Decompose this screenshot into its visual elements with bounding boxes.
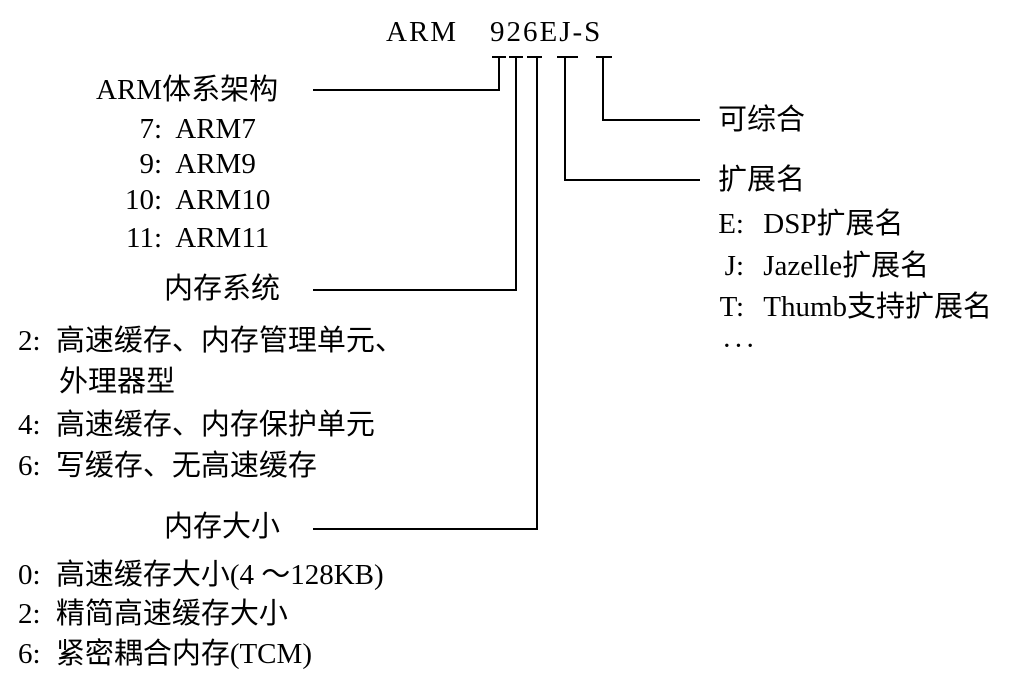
memsize-item-code: 2: <box>18 598 41 630</box>
arch-item-text: ARM11 <box>175 222 270 254</box>
ext-item-text: Jazelle扩展名 <box>763 250 930 282</box>
ext-heading: 扩展名 <box>718 164 806 196</box>
arch-item-text: ARM7 <box>175 113 256 145</box>
arch-item-code: 7: <box>139 113 162 145</box>
memsize-item-code: 6: <box>18 638 41 670</box>
connector-arch <box>313 57 500 91</box>
memsys-item-text: 写缓存、无高速缓存 <box>55 450 317 482</box>
ext-item-code: T: <box>719 291 744 323</box>
ext-item-text: DSP扩展名 <box>763 208 904 240</box>
arch-item: 11: ARM11 <box>110 224 269 253</box>
memsys-item-code: 4: <box>18 409 41 441</box>
ext-item: T: Thumb支持扩展名 <box>718 293 992 322</box>
memsize-item-text: 紧密耦合内存(TCM) <box>55 638 312 670</box>
memsys-item-text: 高速缓存、内存保护单元 <box>55 409 375 441</box>
arch-item: 7: ARM7 <box>110 113 256 145</box>
arch-item: 9: ARM9 <box>110 148 256 180</box>
arch-item-code: 9: <box>139 148 162 180</box>
memsize-item: 6: 紧密耦合内存(TCM) <box>18 640 312 669</box>
memsize-heading: 内存大小 <box>164 511 281 543</box>
memsys-item-code: 6: <box>18 450 41 482</box>
memsys-item-continued: 外理器型 <box>59 366 176 398</box>
arch-heading: ARM体系架构 <box>96 74 279 106</box>
ext-item-code: J: <box>724 250 744 282</box>
memsize-item-code: 0: <box>18 559 41 591</box>
ext-item: J: Jazelle扩展名 <box>718 252 929 281</box>
memsys-heading: 内存系统 <box>164 273 281 305</box>
connector-memsize <box>313 57 538 530</box>
title-arm: ARM <box>386 16 459 48</box>
arch-item-text: ARM10 <box>175 184 271 216</box>
memsize-item-text: 高速缓存大小(4 ～128KB) <box>55 559 384 591</box>
arch-item-code: 11: <box>126 222 162 254</box>
memsys-item: 2: 高速缓存、内存管理单元、 <box>18 327 404 356</box>
memsys-item-text: 高速缓存、内存管理单元、 <box>55 325 404 357</box>
memsys-item: 6: 写缓存、无高速缓存 <box>18 452 317 481</box>
connector-synth <box>602 57 700 121</box>
connector-memsys <box>313 57 517 291</box>
memsize-item: 2: 精简高速缓存大小 <box>18 600 288 629</box>
memsize-item-text: 精简高速缓存大小 <box>55 598 288 630</box>
ext-item-code: E: <box>718 208 744 240</box>
connector-ext <box>564 57 700 181</box>
ext-item-ellipsis: ··· <box>722 330 757 362</box>
arch-item-text: ARM9 <box>175 148 256 180</box>
memsys-item-code: 2: <box>18 325 41 357</box>
ext-item: E: DSP扩展名 <box>718 210 903 239</box>
synth-heading: 可综合 <box>718 104 806 136</box>
arch-item-code: 10: <box>124 184 162 216</box>
memsize-item: 0: 高速缓存大小(4 ～128KB) <box>18 561 384 590</box>
title-model: 926EJ-S <box>490 16 603 48</box>
arch-item: 10: ARM10 <box>110 186 270 215</box>
ext-item-text: Thumb支持扩展名 <box>763 291 993 323</box>
memsys-item: 4: 高速缓存、内存保护单元 <box>18 411 375 440</box>
